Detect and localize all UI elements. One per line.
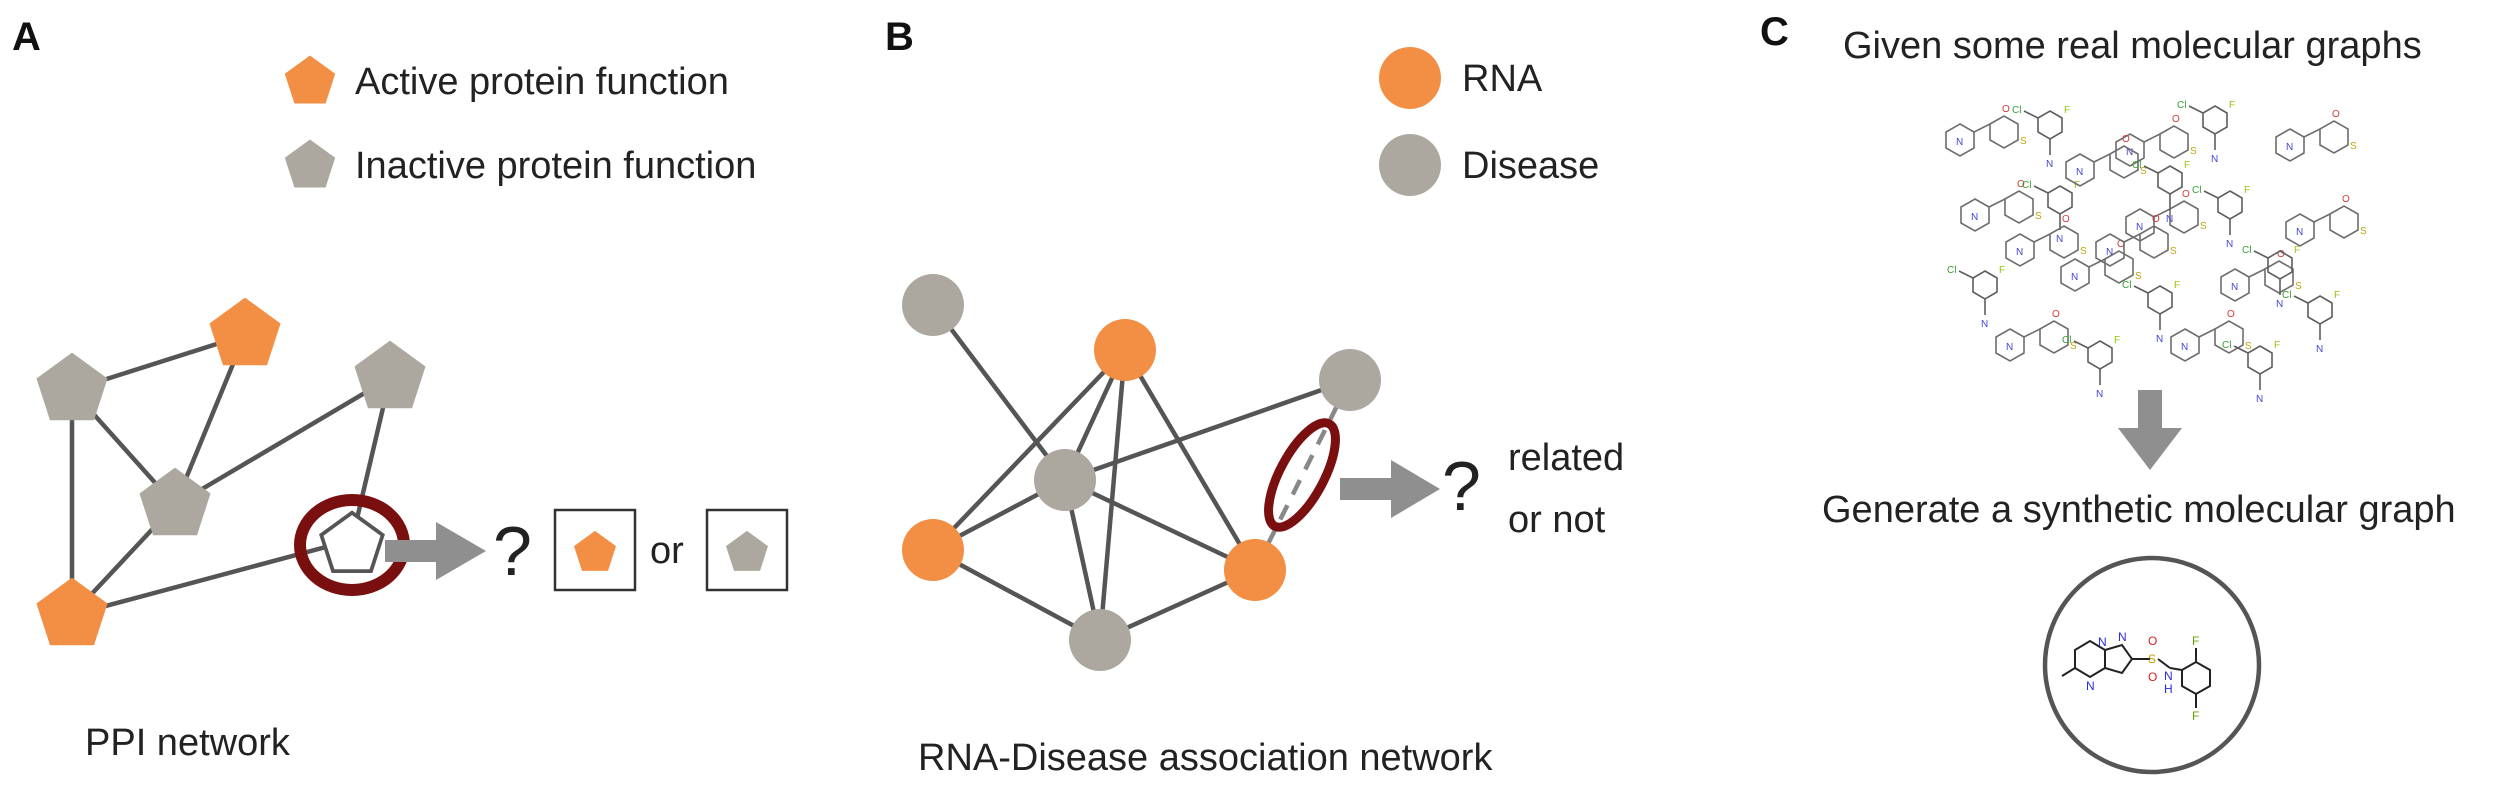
panel-c-title-top: Given some real molecular graphs xyxy=(1843,25,2422,67)
answer-line-2: or not xyxy=(1508,499,1606,541)
legend-active-label: Active protein function xyxy=(355,61,729,103)
panel-c-title-bottom: Generate a synthetic molecular graph xyxy=(1822,489,2456,531)
synthetic-molecule xyxy=(2061,639,2211,708)
arrow-icon xyxy=(1340,460,1440,518)
panel-b-letter: B xyxy=(885,15,914,59)
atom-label: N xyxy=(2118,630,2127,644)
atom-label: O xyxy=(2148,634,2157,648)
rd-node-rna xyxy=(1224,539,1286,601)
panel-a-letter: A xyxy=(12,15,41,59)
synthetic-molecule-frame xyxy=(2042,555,2262,775)
answer-line-1: related xyxy=(1508,437,1624,479)
rd-node-disease xyxy=(1319,349,1381,411)
atom-label: S xyxy=(2148,652,2156,666)
atom-label: N xyxy=(2098,635,2107,649)
down-arrow-icon xyxy=(2118,390,2182,470)
atom-label: H xyxy=(2164,682,2173,696)
rd-node-rna xyxy=(902,519,964,581)
question-mark: ? xyxy=(493,512,532,590)
legend-rna-label: RNA xyxy=(1462,58,1543,100)
rd-node-disease xyxy=(1034,449,1096,511)
molecule-cloud xyxy=(1945,99,2368,406)
panel-a: A Active protein function Inactive prote… xyxy=(12,15,789,764)
panel-b-caption: RNA-Disease association network xyxy=(918,737,1493,779)
atom-label: F xyxy=(2192,634,2199,648)
arrow-icon xyxy=(385,522,486,580)
panel-a-caption: PPI network xyxy=(85,722,291,764)
legend-inactive-marker xyxy=(284,139,336,188)
atom-label: O xyxy=(2148,670,2157,684)
rd-node-rna xyxy=(1094,319,1156,381)
atom-label: F xyxy=(2192,709,2199,723)
panel-b: B RNA Disease ? xyxy=(885,15,1624,779)
rd-node-disease xyxy=(902,274,964,336)
rd-node-disease xyxy=(1069,609,1131,671)
atom-label: N xyxy=(2164,669,2173,683)
legend-active-marker xyxy=(284,55,336,104)
atom-label: N xyxy=(2086,679,2095,693)
synthetic-molecule-atoms: N N N S O O N H F F xyxy=(2086,630,2199,723)
ppi-node xyxy=(36,352,108,421)
ppi-node xyxy=(209,297,281,366)
legend-disease-marker xyxy=(1379,134,1441,196)
legend-rna-marker xyxy=(1379,47,1441,109)
panel-c-letter: C xyxy=(1760,10,1789,54)
panel-c: C Given some real molecular graphs xyxy=(1760,10,2456,775)
legend-disease-label: Disease xyxy=(1462,145,1599,187)
or-text: or xyxy=(650,530,684,572)
ppi-node xyxy=(354,340,426,409)
highlight-ring xyxy=(1264,418,1340,532)
ppi-unknown-node xyxy=(319,510,385,574)
question-mark: ? xyxy=(1442,447,1481,525)
legend-inactive-label: Inactive protein function xyxy=(355,145,756,187)
